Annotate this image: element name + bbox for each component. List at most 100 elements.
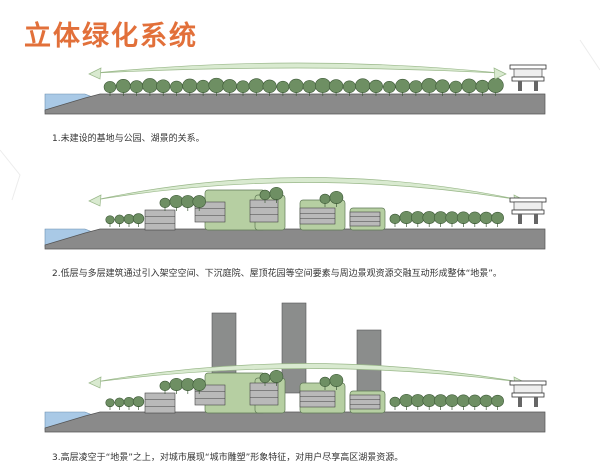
arrow-head-right <box>493 67 507 80</box>
tree <box>468 394 482 407</box>
tree <box>399 393 414 407</box>
section-diagram-3: 3.高层凌空于“地景”之上，对城市展现“城市雕塑”形象特征，对用户尽享高区湖景资… <box>0 295 600 465</box>
tree <box>236 80 250 93</box>
arrow-head-left <box>88 194 102 207</box>
pavilion-body <box>513 201 543 211</box>
tree <box>329 373 344 387</box>
tree <box>491 394 504 407</box>
section-2-caption: 2.低层与多层建筑通过引入架空空间、下沉庭院、屋顶花园等空间要素与周边景观资源交… <box>52 269 502 279</box>
tree <box>114 397 125 408</box>
tree <box>328 79 344 93</box>
tree <box>181 195 195 208</box>
tree <box>259 372 271 384</box>
tree <box>208 77 225 93</box>
tree <box>409 80 423 93</box>
pavilion-body <box>513 384 543 394</box>
tree <box>276 80 290 93</box>
pavilion-pillar <box>534 214 538 224</box>
tree <box>399 210 414 224</box>
tree <box>369 79 383 93</box>
tree <box>383 81 396 94</box>
landscape-flow-arrow <box>94 177 521 201</box>
tree <box>435 79 450 93</box>
pavilion-pillar <box>518 81 522 91</box>
tree <box>196 79 210 93</box>
tree <box>105 215 115 225</box>
low-rise-building <box>349 211 381 227</box>
pavilion-pillar <box>518 214 522 224</box>
section-1-caption: 1.未建设的基地与公园、湖景的关系。 <box>52 134 205 144</box>
tree <box>142 78 158 93</box>
tree <box>192 195 206 208</box>
low-rise-building <box>249 199 279 223</box>
tree <box>259 189 271 201</box>
high-rise-tower <box>356 329 382 394</box>
tree <box>169 377 184 391</box>
tree <box>479 394 493 407</box>
page-title: 立体绿化系统 <box>24 21 198 52</box>
low-rise-building <box>144 209 176 231</box>
tree <box>182 78 198 93</box>
tree <box>129 80 144 93</box>
pavilion-pillar <box>518 397 522 407</box>
pavilion-pillar <box>534 397 538 407</box>
pavilion-deck <box>511 392 545 398</box>
tree <box>159 197 171 209</box>
ground-strip <box>44 228 546 250</box>
low-rise-building <box>144 392 176 414</box>
tree <box>192 378 206 391</box>
section-diagram-2: 2.低层与多层建筑通过引入架空空间、下沉庭院、屋顶花园等空间要素与周边景观资源交… <box>0 160 600 290</box>
pavilion-roof <box>509 380 547 386</box>
pavilion-deck <box>511 76 545 82</box>
low-rise-building <box>349 394 381 410</box>
pavilion-roof <box>509 64 547 70</box>
tree <box>156 79 171 93</box>
section-2-drawing <box>44 177 547 250</box>
tree <box>222 79 237 93</box>
tree <box>132 396 145 408</box>
section-diagram-1: 1.未建设的基地与公园、湖景的关系。 <box>0 55 600 155</box>
tree <box>456 211 470 224</box>
ground-strip <box>44 93 546 115</box>
tree <box>159 380 171 392</box>
tree <box>269 369 284 383</box>
tree <box>422 211 436 224</box>
tree <box>355 78 371 93</box>
tree <box>389 396 401 408</box>
tree <box>123 213 135 225</box>
tree <box>123 396 135 408</box>
section-1-drawing <box>44 62 547 115</box>
tree <box>389 213 401 225</box>
tree <box>302 80 317 93</box>
section-3-drawing <box>44 302 547 433</box>
landscape-flow-arrow <box>94 363 521 383</box>
tree <box>181 378 195 391</box>
tree <box>329 190 344 204</box>
pavilion-pillar <box>534 81 538 91</box>
tree <box>262 79 277 93</box>
ground-strip <box>44 411 546 433</box>
tree <box>319 193 331 205</box>
tree <box>114 214 125 225</box>
tree <box>395 78 410 93</box>
tree <box>103 81 117 94</box>
tree <box>132 213 145 225</box>
tree <box>421 78 437 93</box>
section-3-caption: 3.高层凌空于“地景”之上，对城市展现“城市雕塑”形象特征，对用户尽享高区湖景资… <box>52 453 404 463</box>
tree <box>319 376 331 388</box>
tree <box>479 211 493 224</box>
tree <box>170 80 183 93</box>
tree <box>248 78 264 93</box>
pavilion-deck <box>511 209 545 215</box>
tree <box>449 80 463 93</box>
tree <box>487 77 504 93</box>
tree <box>288 78 304 93</box>
high-rise-tower <box>281 302 307 394</box>
tree <box>314 77 331 93</box>
tree <box>445 211 459 224</box>
low-rise-building <box>299 390 336 408</box>
pavilion-body <box>513 68 543 78</box>
tree <box>456 394 470 407</box>
arrow-head-left <box>88 376 102 389</box>
